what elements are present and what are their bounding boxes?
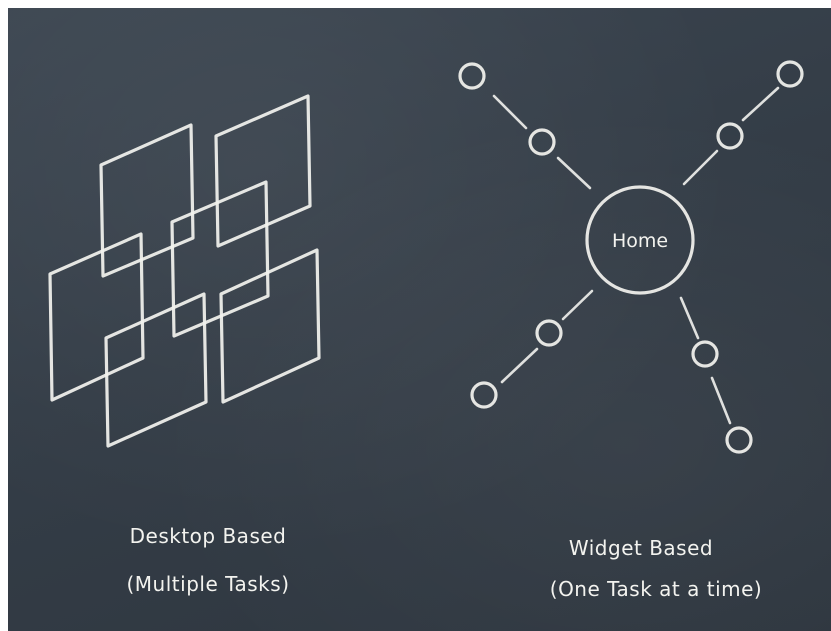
widget-node <box>725 426 753 454</box>
widget-caption-line2: (One Task at a time) <box>550 577 762 601</box>
desktop-window-1 <box>99 123 195 278</box>
desktop-window-6 <box>219 248 321 404</box>
spoke-line <box>500 347 539 384</box>
desktop-window-2 <box>214 94 312 248</box>
home-hub-label: Home <box>612 230 668 252</box>
spoke-line <box>710 376 732 425</box>
widget-node <box>470 381 498 409</box>
desktop-window-4 <box>170 180 270 338</box>
widget-caption-line1: Widget Based <box>569 536 713 560</box>
spoke-line <box>556 156 592 190</box>
spoke-line <box>679 296 700 340</box>
home-hub-circle <box>585 185 695 295</box>
spoke-line <box>741 86 780 122</box>
desktop-window-3 <box>48 232 145 402</box>
widget-node <box>528 128 556 156</box>
spoke-line <box>561 289 594 321</box>
chalk-diagram: Home Desktop Based (Multiple Tasks) Widg… <box>48 60 804 601</box>
spoke-line <box>682 149 719 186</box>
chalkboard: Home Desktop Based (Multiple Tasks) Widg… <box>8 8 831 631</box>
desktop-windows-illustration <box>48 94 321 448</box>
desktop-window-5 <box>104 292 208 448</box>
widget-node <box>691 340 719 368</box>
widget-node <box>535 319 563 347</box>
widget-node <box>716 122 744 150</box>
desktop-caption-line1: Desktop Based <box>130 524 287 548</box>
widget-node <box>776 60 804 88</box>
widget-hub-illustration: Home <box>458 60 804 454</box>
spoke-line <box>492 94 528 130</box>
widget-node <box>458 62 486 90</box>
desktop-caption-line2: (Multiple Tasks) <box>127 572 290 596</box>
